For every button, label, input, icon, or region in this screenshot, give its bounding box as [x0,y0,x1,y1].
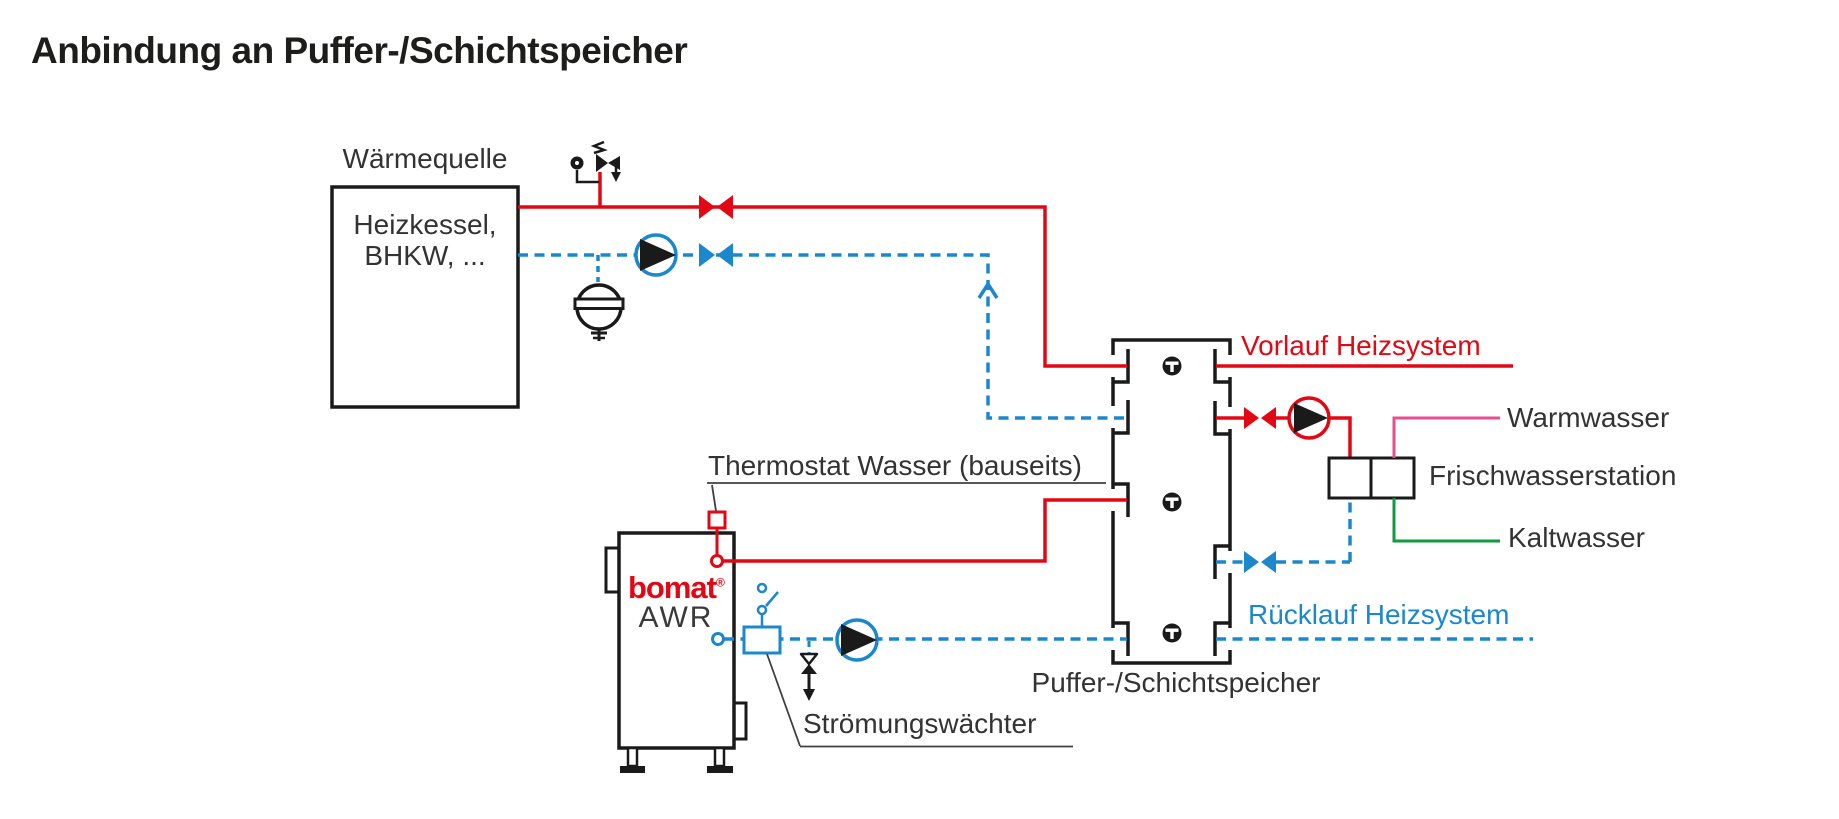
return-pipe-boiler [724,637,1127,653]
thermostat-annotation: Thermostat Wasser (bauseits) [708,450,1082,481]
heat-source-outline [330,185,520,409]
tank-wall-gaps [1107,355,1236,650]
boiler-brand-text: bomat [628,570,717,605]
buffer-tank-label: Puffer-/Schichtspeicher [1031,667,1321,698]
fresh-water-station-label: Frischwasserstation [1429,460,1677,491]
buffer-tank-outline [1107,338,1236,665]
shutoff-valve-icon [1244,407,1276,429]
boiler-model-label: AWR [638,601,714,634]
boiler-brand-logo: bomat® [628,570,725,605]
heat-source-device-line2: BHKW, ... [364,240,486,271]
boiler-outline [604,531,748,773]
shutoff-valve-icon [1244,551,1276,573]
boiler-left-flange-icon [604,546,619,594]
safety-group-icon [570,140,621,184]
thermometer-icon [1162,623,1182,643]
cold-water-label: Kaltwasser [1508,522,1645,553]
thermometer-icon [1162,356,1182,376]
pump-icon [634,233,678,277]
page-title: Anbindung an Puffer-/Schichtspeicher [31,30,688,71]
flow-switch-annotation: Strömungswächter [803,708,1037,739]
shutoff-valve-icon [699,195,733,219]
heat-source-device-label: Heizkessel, BHKW, ... [332,209,518,271]
drain-valve-icon [799,652,819,701]
return-heating-label: Rücklauf Heizsystem [1248,599,1510,630]
heat-source-device-line1: Heizkessel, [353,209,497,240]
pump-icon [835,618,879,662]
pump-icon [1287,396,1331,440]
registered-mark: ® [716,575,725,590]
thermometer-icon [1162,492,1182,512]
boiler-return-port-icon [711,632,725,646]
flow-switch-icon [742,582,782,655]
boiler-foot-icon [620,746,645,773]
thermostat-icon [707,510,727,530]
heat-source-label: Wärmequelle [342,143,508,174]
expansion-vessel-icon [573,283,625,341]
shutoff-valve-icon [699,243,733,267]
fresh-water-station-outline [1327,456,1416,500]
annotation-lines [707,482,1106,748]
tank-port-icon [1114,349,1229,656]
dhw-return-pipe [1216,498,1352,564]
hot-water-pipe [1392,416,1500,458]
boiler-flow-port-icon [710,554,724,568]
cold-water-pipe [1392,498,1500,543]
flow-heating-label: Vorlauf Heizsystem [1241,330,1481,361]
return-pipe-heat-source [518,253,1127,420]
flow-pipe-boiler [715,498,1127,563]
flow-direction-arrow-icon [977,280,999,299]
hot-water-label: Warmwasser [1507,402,1670,433]
flow-pipe-heat-source [518,172,1127,368]
boiler-right-flange-icon [734,701,748,741]
boiler-foot-icon [707,746,733,773]
